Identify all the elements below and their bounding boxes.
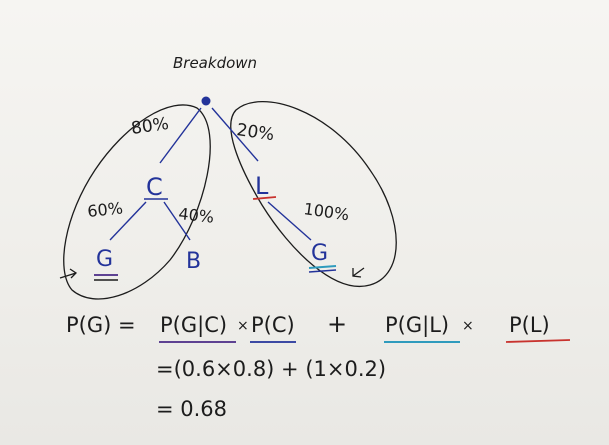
branch-c-g <box>109 201 147 241</box>
eq-term-pl: P(L) <box>509 313 550 337</box>
node-g-right-underline-2 <box>308 269 337 273</box>
left-g-arrow <box>59 268 78 279</box>
node-b: B <box>186 249 201 274</box>
node-g-left: G <box>96 247 113 272</box>
eq-times-1: × <box>237 318 249 334</box>
branch-root-c <box>159 107 202 164</box>
root-node <box>201 96 211 106</box>
node-l: L <box>255 172 269 200</box>
branch-l-g <box>267 201 312 241</box>
eq-term-pc: P(C) <box>251 313 295 337</box>
eq-line-2: =(0.6×0.8) + (1×0.2) <box>156 357 386 381</box>
eq-line-3: = 0.68 <box>156 397 227 421</box>
branch-root-l <box>211 107 259 162</box>
node-g-right: G <box>311 241 328 266</box>
node-c: C <box>146 173 163 201</box>
node-g-right-underline-1 <box>308 265 337 269</box>
eq-term-pgc: P(G|C) <box>160 313 227 338</box>
node-l-underline <box>252 196 277 200</box>
prob-l-g: 100% <box>302 199 350 224</box>
right-g-arrow <box>352 267 365 278</box>
right-group-ellipse <box>230 101 397 288</box>
prob-c-g: 60% <box>86 198 123 221</box>
eq-term-pgl: P(G|L) <box>385 313 449 338</box>
eq-times-2: × <box>462 318 474 334</box>
eq-plus: + <box>327 310 347 338</box>
eq-term-pl-underline <box>505 339 571 343</box>
left-group-ellipse <box>63 104 211 300</box>
prob-c-b: 40% <box>178 204 215 227</box>
eq-lhs: P(G) = <box>66 313 136 337</box>
diagram-title: Breakdown <box>173 54 257 72</box>
prob-root-c: 80% <box>130 114 170 139</box>
branch-c-b <box>163 201 191 241</box>
